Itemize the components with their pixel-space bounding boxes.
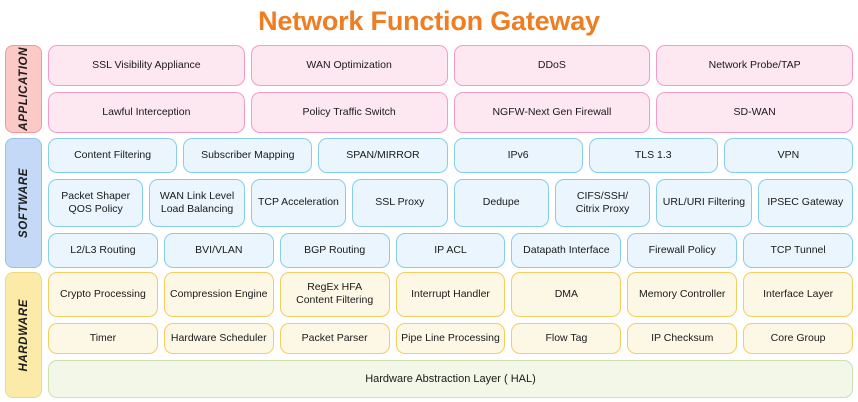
sw-cell-dedupe[interactable]: Dedupe — [453, 178, 549, 228]
layer-label-application-text: APPLICATION — [17, 47, 30, 131]
sw-cell-ip-acl[interactable]: IP ACL — [395, 233, 506, 269]
hw-cell-compression-engine[interactable]: Compression Engine — [163, 272, 274, 317]
software-row-2: Packet Shaper QOS Policy WAN Link Level … — [48, 178, 853, 228]
hw-cell-hardware-scheduler[interactable]: Hardware Scheduler — [163, 322, 274, 354]
hw-cell-timer[interactable]: Timer — [48, 322, 158, 354]
application-row-1: SSL Visibility Appliance WAN Optimizatio… — [48, 45, 853, 86]
layer-hardware: HARDWARE Crypto Processing Compression E… — [5, 272, 854, 398]
hardware-row-2: Timer Hardware Scheduler Packet Parser P… — [48, 322, 854, 354]
sw-cell-datapath-interface[interactable]: Datapath Interface — [511, 233, 622, 269]
application-rows: SSL Visibility Appliance WAN Optimizatio… — [48, 45, 853, 133]
sw-cell-vpn[interactable]: VPN — [723, 138, 854, 173]
sw-cell-tcp-tunnel[interactable]: TCP Tunnel — [743, 233, 854, 269]
hw-cell-pipe-line-processing[interactable]: Pipe Line Processing — [395, 322, 506, 354]
sw-cell-tls-13[interactable]: TLS 1.3 — [588, 138, 718, 173]
application-row-2: Lawful Interception Policy Traffic Switc… — [48, 92, 853, 133]
sw-cell-packet-shaper-qos-policy[interactable]: Packet Shaper QOS Policy — [48, 178, 144, 228]
hw-cell-dma[interactable]: DMA — [511, 272, 622, 317]
sw-cell-tcp-acceleration[interactable]: TCP Acceleration — [250, 178, 347, 228]
software-row-3: L2/L3 Routing BVI/VLAN BGP Routing IP AC… — [48, 233, 854, 269]
sw-cell-bvi-vlan[interactable]: BVI/VLAN — [163, 233, 274, 269]
hw-cell-hardware-abstraction-layer[interactable]: Hardware Abstraction Layer ( HAL) — [48, 360, 853, 398]
layer-application: APPLICATION SSL Visibility Appliance WAN… — [5, 45, 853, 133]
sw-cell-content-filtering[interactable]: Content Filtering — [48, 138, 178, 173]
app-cell-ngfw-next-gen-firewall[interactable]: NGFW-Next Gen Firewall — [453, 92, 651, 133]
sw-cell-subscriber-mapping[interactable]: Subscriber Mapping — [183, 138, 313, 173]
hw-cell-flow-tag[interactable]: Flow Tag — [511, 322, 622, 354]
layer-label-software: SOFTWARE — [5, 138, 42, 268]
sw-cell-bgp-routing[interactable]: BGP Routing — [279, 233, 390, 269]
hardware-row-hal: Hardware Abstraction Layer ( HAL) — [48, 360, 853, 398]
app-cell-wan-optimization[interactable]: WAN Optimization — [250, 45, 448, 86]
app-cell-sd-wan[interactable]: SD-WAN — [656, 92, 853, 133]
sw-cell-l2-l3-routing[interactable]: L2/L3 Routing — [48, 233, 158, 269]
hw-cell-interrupt-handler[interactable]: Interrupt Handler — [395, 272, 506, 317]
layer-label-hardware: HARDWARE — [5, 272, 42, 398]
hardware-row-1: Crypto Processing Compression Engine Reg… — [48, 272, 854, 317]
sw-cell-ssl-proxy[interactable]: SSL Proxy — [352, 178, 448, 228]
hw-cell-memory-controller[interactable]: Memory Controller — [627, 272, 738, 317]
hw-cell-ip-checksum[interactable]: IP Checksum — [627, 322, 738, 354]
layer-label-application: APPLICATION — [5, 45, 42, 133]
sw-cell-url-uri-filtering[interactable]: URL/URI Filtering — [656, 178, 752, 228]
layer-label-software-text: SOFTWARE — [17, 168, 30, 238]
layer-software: SOFTWARE Content Filtering Subscriber Ma… — [5, 138, 854, 269]
hw-cell-interface-layer[interactable]: Interface Layer — [743, 272, 854, 317]
page-title: Network Function Gateway — [258, 6, 600, 36]
sw-cell-wan-link-level-load-balancing[interactable]: WAN Link Level Load Balancing — [149, 178, 245, 228]
sw-cell-cifs-ssh-citrix-proxy[interactable]: CIFS/SSH/ Citrix Proxy — [554, 178, 651, 228]
app-cell-ddos[interactable]: DDoS — [453, 45, 651, 86]
hw-cell-packet-parser[interactable]: Packet Parser — [279, 322, 390, 354]
sw-cell-ipv6[interactable]: IPv6 — [453, 138, 583, 173]
hardware-rows: Crypto Processing Compression Engine Reg… — [48, 272, 854, 398]
layer-label-hardware-text: HARDWARE — [17, 298, 30, 372]
sw-cell-firewall-policy[interactable]: Firewall Policy — [627, 233, 738, 269]
software-row-1: Content Filtering Subscriber Mapping SPA… — [48, 138, 854, 173]
software-rows: Content Filtering Subscriber Mapping SPA… — [48, 138, 854, 269]
hw-cell-core-group[interactable]: Core Group — [743, 322, 854, 354]
sw-cell-span-mirror[interactable]: SPAN/MIRROR — [318, 138, 448, 173]
app-cell-policy-traffic-switch[interactable]: Policy Traffic Switch — [250, 92, 448, 133]
app-cell-network-probe-tap[interactable]: Network Probe/TAP — [656, 45, 853, 86]
hw-cell-regex-hfa-content-filtering[interactable]: RegEx HFA Content Filtering — [279, 272, 390, 317]
sw-cell-ipsec-gateway[interactable]: IPSEC Gateway — [757, 178, 853, 228]
app-cell-lawful-interception[interactable]: Lawful Interception — [48, 92, 245, 133]
hw-cell-crypto-processing[interactable]: Crypto Processing — [48, 272, 158, 317]
app-cell-ssl-visibility-appliance[interactable]: SSL Visibility Appliance — [48, 45, 245, 86]
